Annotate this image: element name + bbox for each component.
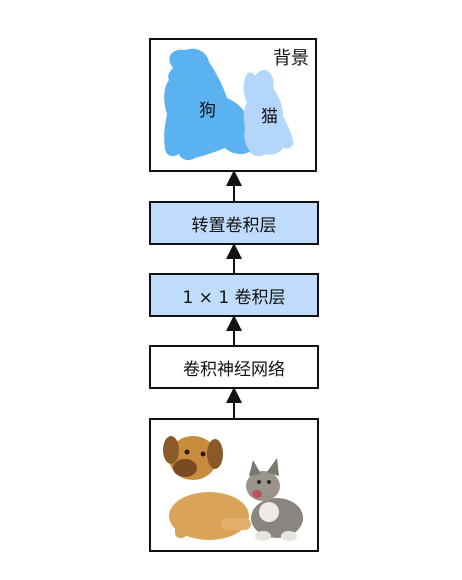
segmentation-mask (164, 48, 294, 161)
cat-paw (281, 531, 297, 541)
cat-ear (267, 458, 279, 476)
cat-eye (267, 480, 271, 484)
dog-and-cat-photo (163, 436, 303, 541)
dog-ear-right (207, 439, 223, 469)
background-label: 背景 (273, 48, 309, 69)
dog-eye (200, 451, 206, 457)
transpose-conv-label: 转置卷积层 (191, 215, 277, 236)
cat-ear (249, 460, 261, 476)
dog-mask (164, 48, 262, 161)
dog-leg (175, 512, 187, 538)
conv-1x1-label: 1 × 1 卷积层 (182, 287, 286, 308)
input-image (149, 418, 319, 552)
cat-eye (257, 480, 261, 484)
cat-mouth (252, 490, 262, 498)
cat-chest (259, 502, 279, 522)
cat-mask (243, 69, 294, 157)
dog-eye (184, 449, 190, 455)
dog-leg (221, 518, 251, 530)
cat-paw (255, 531, 271, 541)
dog-label: 狗 (199, 101, 216, 121)
cat-label: 猫 (261, 107, 278, 127)
transpose-conv-layer: 转置卷积层 (149, 201, 319, 245)
dog-ear-left (163, 436, 179, 464)
dog-muzzle (173, 459, 197, 477)
segmentation-output: 背景 狗 猫 (149, 38, 317, 172)
cnn-layer: 卷积神经网络 (149, 345, 319, 389)
cnn-label: 卷积神经网络 (183, 359, 285, 380)
